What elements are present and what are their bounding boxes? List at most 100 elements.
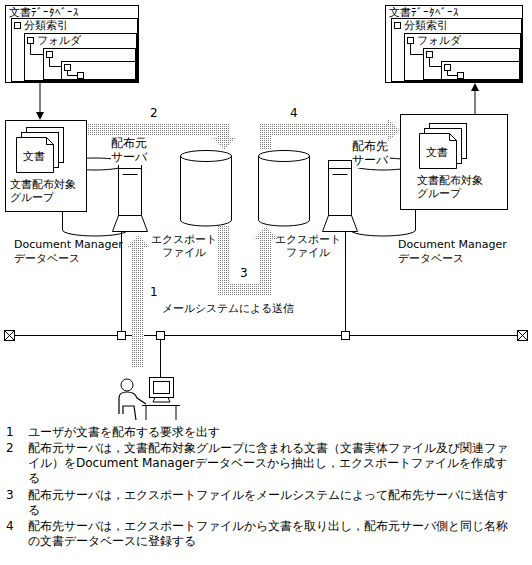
document-stack-shape xyxy=(419,123,467,169)
index-box: 分類索引フォルダ xyxy=(391,18,522,82)
database-frame: 文書ﾃﾞｰﾀﾍﾞｰｽ分類索引フォルダ xyxy=(385,5,523,83)
cylinder-body xyxy=(259,156,310,226)
node-text: 文書配布対象グループ xyxy=(10,179,84,204)
network-port xyxy=(118,332,126,340)
network-terminator xyxy=(518,331,528,341)
subfolder-box xyxy=(44,49,136,80)
tree-icon xyxy=(458,73,464,79)
network-port xyxy=(342,332,350,340)
server-slot xyxy=(119,168,142,169)
destination-server-shape xyxy=(322,160,358,232)
tree-icon xyxy=(15,23,21,29)
index-box: 分類索引フォルダ xyxy=(11,18,138,82)
server-keyboard xyxy=(323,216,358,232)
arrow-head xyxy=(36,112,44,120)
document-stack-shape xyxy=(16,127,64,173)
tree-line xyxy=(448,71,458,76)
note-text: ユーザが文書を配布する要求を出す xyxy=(28,425,518,440)
distribution-group: 文書配布対象グループ 文書 xyxy=(400,114,508,210)
node-text: 配布先サーバ xyxy=(352,140,390,168)
document-stack: 文書 xyxy=(16,127,64,173)
distribution-group: 文書配布対象グループ 文書 xyxy=(5,120,87,212)
plain-arrow xyxy=(36,83,44,120)
subfolder-box xyxy=(424,49,520,80)
node-text: エクスポート ファイル xyxy=(150,234,218,259)
server-slot xyxy=(329,168,352,169)
database-label: Document Manager データベース xyxy=(14,238,126,266)
export-file: エクスポート ファイル xyxy=(180,150,232,226)
node-text: フォルダ xyxy=(37,35,81,48)
server-keyboard xyxy=(113,216,148,232)
tree-icon xyxy=(78,73,84,79)
export-file-shape xyxy=(258,150,310,226)
node-text: フォルダ xyxy=(417,35,461,48)
step-number: 3 xyxy=(240,266,248,281)
tree-icon xyxy=(395,23,401,29)
arrow-shaft xyxy=(40,83,41,112)
server-tower xyxy=(329,161,352,216)
callout-number: 1 xyxy=(150,285,158,300)
network-line xyxy=(14,335,518,336)
step-number: 4 xyxy=(290,106,298,121)
user-head xyxy=(121,379,133,391)
destination-server: 配布先サーバ xyxy=(322,160,358,232)
network-port xyxy=(157,332,165,340)
plain-arrow xyxy=(471,83,479,114)
network-drop xyxy=(345,232,346,331)
note-number: 4 xyxy=(6,519,14,534)
user-legs xyxy=(123,406,136,420)
cylinder-top xyxy=(181,151,232,162)
request-arrow-head xyxy=(126,235,150,248)
source-server: 配布元サーバ xyxy=(112,160,148,232)
note-text: 配布元サーバは，文書配布対象グループに含まれる文書（文書実体ファイル及び関連ファ… xyxy=(28,441,518,486)
note-number: 3 xyxy=(6,488,14,503)
step-number: 2 xyxy=(150,106,158,121)
terminal-screen xyxy=(154,382,170,394)
node-text: エクスポート ファイル xyxy=(274,234,342,259)
page-front xyxy=(420,134,457,169)
page-fold xyxy=(450,134,457,141)
terminal-monitor xyxy=(150,378,174,398)
tree-icon xyxy=(47,52,53,58)
arrow-shaft xyxy=(266,130,387,150)
document-stack: 文書 xyxy=(419,123,467,169)
tree-line xyxy=(68,71,78,76)
tree-line xyxy=(430,58,442,67)
tree-icon xyxy=(427,52,433,58)
tree-icon xyxy=(408,38,414,44)
tree-icon xyxy=(445,65,451,71)
network-terminator xyxy=(518,331,528,341)
network-drop xyxy=(160,339,161,377)
arrow-head xyxy=(212,137,236,150)
node-text: 文書配布対象グループ xyxy=(417,175,491,200)
database-label: Document Manager データベース xyxy=(398,238,510,266)
flow-arrow xyxy=(224,226,278,290)
subfolder-box xyxy=(442,62,520,80)
node-text: 文書 xyxy=(23,151,45,164)
source-server-shape xyxy=(112,160,148,232)
arrow-head xyxy=(471,83,479,91)
subfolder-box xyxy=(62,62,136,80)
folder-box: フォルダ xyxy=(404,33,521,81)
arrow-shaft xyxy=(224,226,266,290)
network-terminator xyxy=(5,331,15,341)
terminal-desk xyxy=(142,398,180,421)
transfer-label: メールシステムによる送信 xyxy=(162,302,332,316)
server-slot xyxy=(333,174,348,175)
node-text: 分類索引 xyxy=(24,20,68,33)
server-tower xyxy=(119,161,142,216)
cylinder-top xyxy=(259,151,310,162)
page-front xyxy=(17,138,54,173)
export-file: エクスポート ファイル xyxy=(258,150,310,226)
cylinder-body xyxy=(181,156,232,226)
arrow-shaft xyxy=(87,130,224,137)
server-slot xyxy=(123,174,138,175)
tree-icon xyxy=(65,65,71,71)
database-frame: 文書ﾃﾞｰﾀﾍﾞｰｽ分類索引フォルダ xyxy=(5,5,139,83)
note-text: 配布元サーバは，エクスポートファイルをメールシステムによって配布先サーバに送信す… xyxy=(28,488,518,518)
node-text: 配布元サーバ xyxy=(111,137,149,165)
arrow-shaft xyxy=(475,91,476,114)
